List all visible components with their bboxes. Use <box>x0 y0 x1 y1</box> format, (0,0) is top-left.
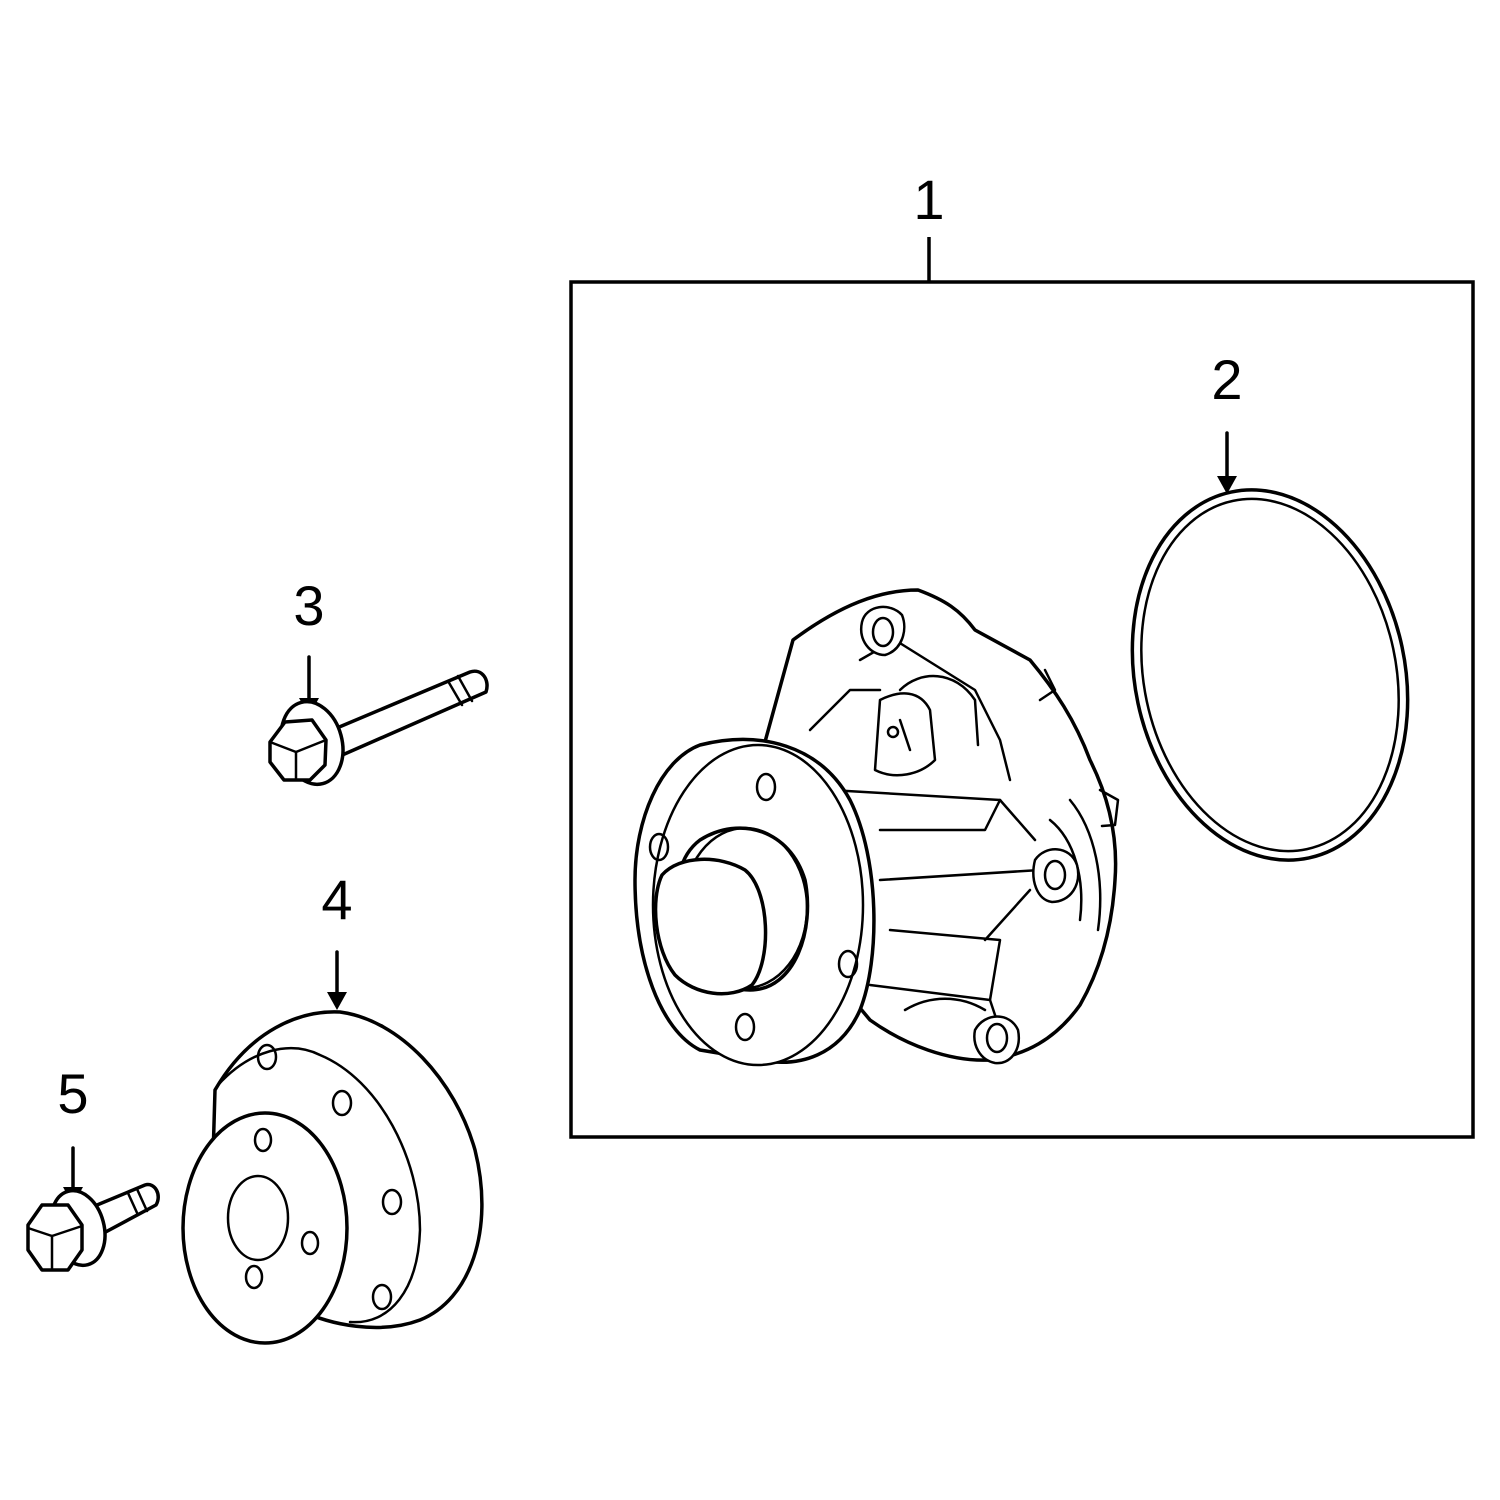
mounting-boss-icon <box>973 1015 1021 1065</box>
pulley-hole-icon <box>253 1127 273 1153</box>
mounting-boss-icon <box>859 605 906 657</box>
callout-2: 2 <box>1211 348 1243 411</box>
flange-hole-icon <box>734 1012 756 1042</box>
pulley-hole-icon <box>256 1043 278 1071</box>
callout-5: 5 <box>57 1062 89 1125</box>
short-bolt-icon <box>26 1146 160 1272</box>
assembly-frame <box>569 237 1475 1139</box>
gasket-ring-icon <box>1130 431 1410 862</box>
pulley-hole-icon <box>300 1230 320 1256</box>
mounting-boss-icon <box>1032 848 1080 904</box>
flange-hole-icon <box>755 772 777 802</box>
water-pump-assembly-icon <box>633 588 1120 1067</box>
long-bolt-icon <box>268 655 489 787</box>
flange-hole-icon <box>648 832 670 862</box>
callout-3: 3 <box>293 574 325 637</box>
flange-hole-icon <box>837 949 859 979</box>
callout-1: 1 <box>913 168 945 231</box>
callout-4: 4 <box>321 868 353 931</box>
pulley-icon <box>181 950 484 1345</box>
pulley-hole-icon <box>331 1089 353 1117</box>
pulley-hole-icon <box>381 1188 403 1216</box>
pulley-hole-icon <box>244 1264 264 1290</box>
pulley-hole-icon <box>371 1283 393 1311</box>
